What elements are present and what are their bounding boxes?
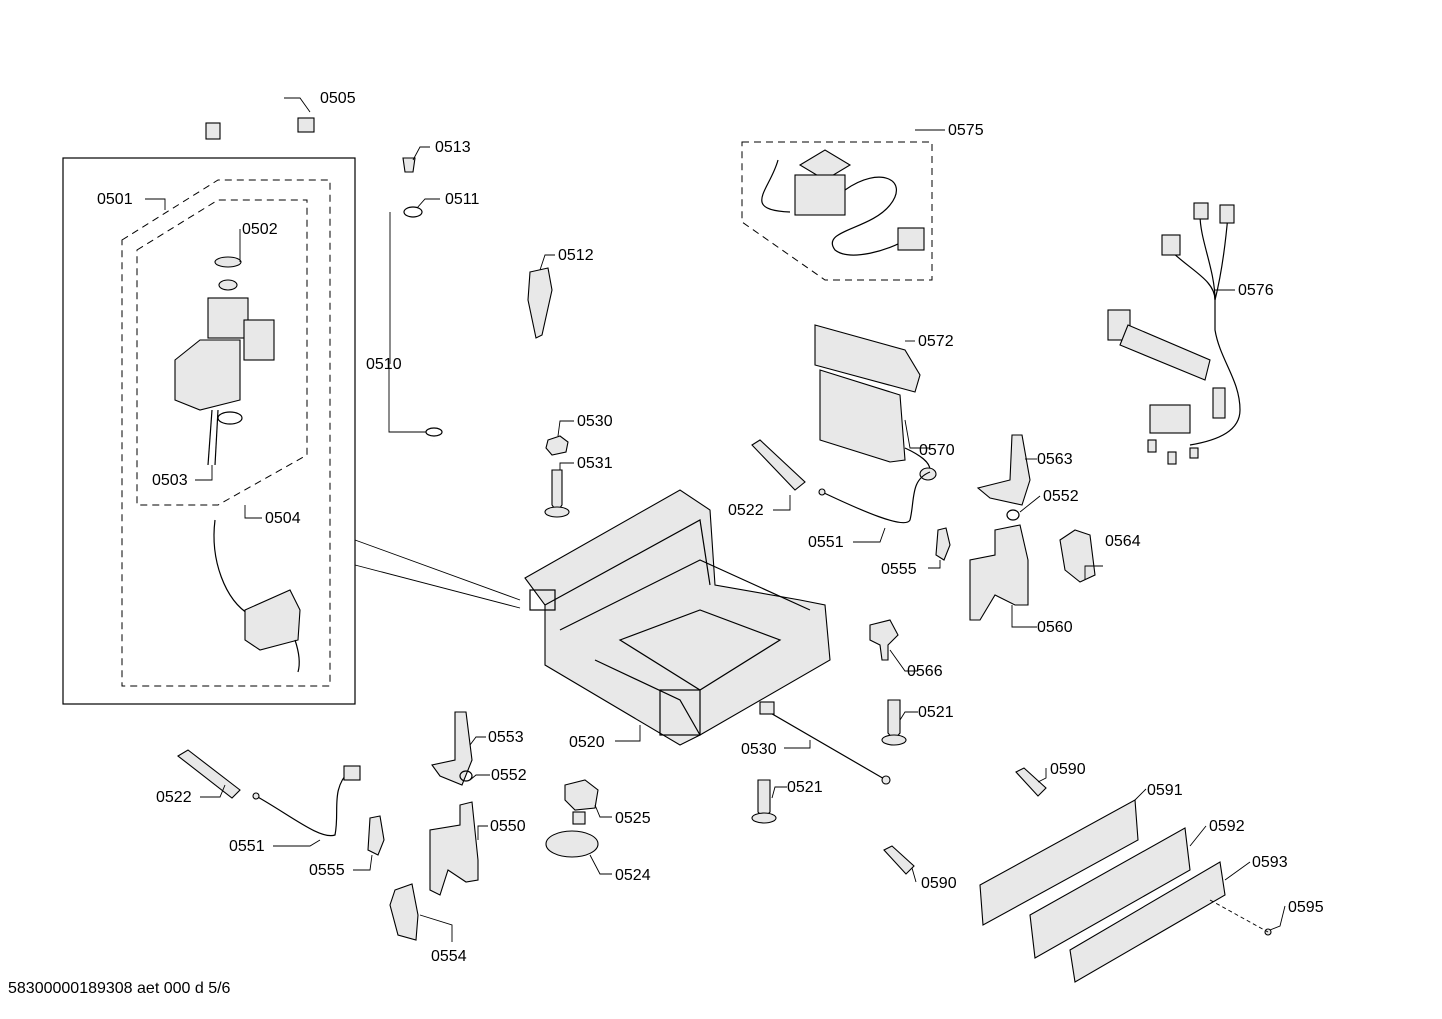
leader-lines	[145, 97, 1286, 942]
bracket-0550	[429, 801, 479, 896]
label-0566: 0566	[907, 663, 943, 680]
panel-0593	[1069, 861, 1226, 983]
clip-0555-top	[935, 527, 951, 561]
label-0576: 0576	[1238, 282, 1274, 299]
label-0560: 0560	[1037, 619, 1073, 636]
detail-box	[62, 157, 521, 705]
label-0525: 0525	[615, 810, 651, 827]
panel-0591	[979, 799, 1139, 926]
label-0551-bottom: 0551	[229, 838, 265, 855]
label-0552-bottom: 0552	[491, 767, 527, 784]
label-0552-top: 0552	[1043, 488, 1079, 505]
valve-hose	[213, 519, 301, 673]
label-0501: 0501	[97, 191, 133, 208]
label-0504: 0504	[265, 510, 301, 527]
label-0530-top: 0530	[577, 413, 613, 430]
bracket-0560	[969, 524, 1029, 621]
part-0554	[389, 883, 419, 941]
drawing-reference-footer: 58300000189308 aet 000 d 5/6	[8, 980, 231, 997]
panel-0592	[1029, 827, 1191, 959]
label-0513: 0513	[435, 139, 471, 156]
bracket-0563	[976, 434, 1031, 506]
label-0522-bottom: 0522	[156, 789, 192, 806]
drain-hose	[409, 232, 504, 501]
label-0590-bottom: 0590	[921, 875, 957, 892]
panel-0572	[814, 324, 921, 393]
label-0511: 0511	[445, 191, 480, 208]
sensor-group	[741, 141, 933, 281]
label-0531: 0531	[577, 455, 613, 472]
label-0502: 0502	[242, 221, 278, 238]
module-0570	[819, 369, 906, 463]
label-0510: 0510	[366, 356, 402, 373]
label-0550: 0550	[490, 818, 526, 835]
cap-0513	[402, 157, 416, 173]
label-0570: 0570	[919, 442, 955, 459]
label-0595: 0595	[1288, 899, 1324, 916]
label-0593: 0593	[1252, 854, 1288, 871]
screw-0521-b	[757, 779, 771, 819]
rod-0530	[761, 707, 887, 781]
label-0505: 0505	[320, 90, 356, 107]
inlet-valve	[174, 256, 275, 466]
clip-0552-top	[1006, 509, 1020, 521]
label-0554: 0554	[431, 948, 467, 965]
label-0521-b: 0521	[787, 779, 823, 796]
label-0521-a: 0521	[918, 704, 954, 721]
holder-0564	[1059, 529, 1096, 583]
cable-0551-top	[821, 471, 931, 524]
label-0503: 0503	[152, 472, 188, 489]
label-0553: 0553	[488, 729, 524, 746]
cover-0524	[545, 830, 599, 858]
screw-0521-a	[887, 699, 901, 741]
clip-0590-bottom	[883, 845, 915, 875]
label-0555-bottom: 0555	[309, 862, 345, 879]
part-0525	[564, 779, 599, 811]
label-0572: 0572	[918, 333, 954, 350]
clip-0590-top	[1015, 767, 1047, 797]
base-tub	[524, 489, 831, 746]
part-0566	[869, 619, 899, 661]
clamp-0511	[403, 206, 423, 218]
label-0592: 0592	[1209, 818, 1245, 835]
part-labels: 0505 0513 0511 0512 0575 0576 0501 0502 …	[97, 90, 1324, 965]
wiring-harness	[1107, 202, 1241, 465]
label-0555-top: 0555	[881, 561, 917, 578]
label-0512: 0512	[558, 247, 594, 264]
label-0591: 0591	[1147, 782, 1183, 799]
label-0563: 0563	[1037, 451, 1073, 468]
label-0520: 0520	[569, 734, 605, 751]
bracket-0553	[431, 711, 473, 786]
screw-0531	[551, 469, 563, 513]
label-0590-top: 0590	[1050, 761, 1086, 778]
label-0551-top: 0551	[808, 534, 844, 551]
clip-0552-bottom	[459, 770, 473, 782]
label-0575: 0575	[948, 122, 984, 139]
nut-0530	[545, 435, 569, 456]
cable-0551-bottom	[255, 769, 351, 837]
clip-0555-bottom	[367, 815, 385, 856]
label-0524: 0524	[615, 867, 651, 884]
label-0564: 0564	[1105, 533, 1141, 550]
label-0522-top: 0522	[728, 502, 764, 519]
spring-0522-top	[751, 439, 806, 491]
label-0530-bottom: 0530	[741, 741, 777, 758]
clip-0512	[527, 267, 553, 339]
